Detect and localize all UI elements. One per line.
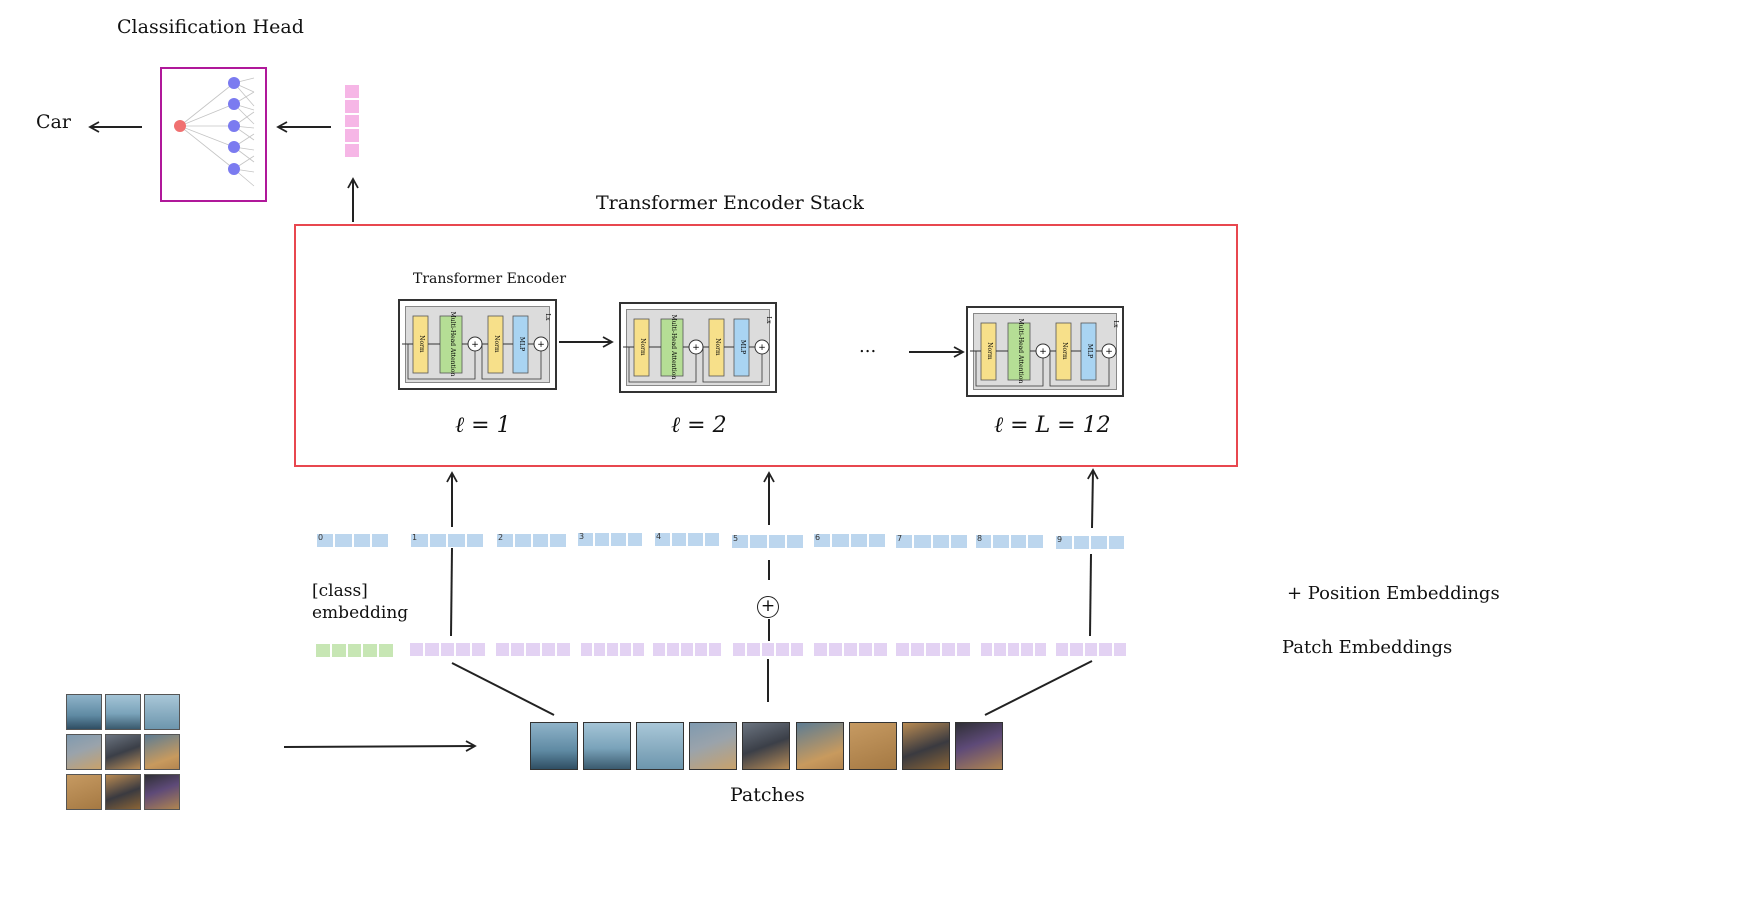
patches-label: Patches [730,784,805,806]
position-token: 1 [410,533,484,548]
cls-output-vector [344,84,360,158]
image-patch-thumbnail [144,774,180,810]
image-patch-thumbnail [144,694,180,730]
patch-embeddings-label: Patch Embeddings [1282,637,1453,658]
encoder-block-12: + + Norm Multi-Head Attention Norm MLP L… [966,306,1124,397]
image-patch-thumbnail [144,734,180,770]
position-token: 6 [813,533,886,548]
patch-embedding-token [1055,642,1128,657]
arrow-to-patches [283,740,477,752]
position-embeddings-label: + Position Embeddings [1287,583,1500,604]
hidden-node-icon [228,141,240,153]
image-patch-thumbnail [105,734,141,770]
patch-embedding-token [813,642,888,657]
attention-label: Multi-Head Attention [670,315,677,380]
encoder-internals-2: + + Norm Multi-Head Attention Norm MLP L… [623,315,772,383]
position-token: 4 [654,532,720,547]
patch-embedding-token [495,642,572,657]
encoder-title: Transformer Encoder [413,271,567,287]
norm-label: Norm [418,335,425,353]
image-patch-thumbnail [66,734,102,770]
svg-text:+: + [537,340,545,350]
image-patch-thumbnail [955,722,1003,770]
position-token: 2 [496,533,567,548]
hidden-node-icon [228,120,240,132]
image-patch-thumbnail [742,722,790,770]
position-token: 0 [316,533,389,548]
position-token: 7 [895,534,968,549]
hidden-node-icon [228,98,240,110]
patch-embedding-token [652,642,722,657]
classification-head-title: Classification Head [117,16,304,38]
hidden-node-icon [228,163,240,175]
patch-embedding-token [732,642,805,657]
attention-label: Multi-Head Attention [1017,319,1024,384]
image-patch-thumbnail [849,722,897,770]
class-embedding-token [315,643,394,658]
classification-head-network [179,77,255,187]
layer-label-1: ℓ = 1 [455,413,511,438]
image-patch-thumbnail [105,694,141,730]
lx-label: Lx [544,313,551,321]
position-token: 3 [577,532,643,547]
mlp-label: MLP [1086,344,1093,358]
norm-label: Norm [493,335,500,353]
encoder-stack-box [294,224,1238,467]
encoder-internals-1: + + Norm Multi-Head Attention Norm MLP L… [402,312,551,380]
position-token: 8 [975,534,1044,549]
output-class-label: Car [36,111,71,133]
layer-label-2: ℓ = 2 [671,413,727,438]
encoder-block-2: + + Norm Multi-Head Attention Norm MLP L… [619,302,777,393]
layer-label-12: ℓ = L = 12 [994,413,1111,438]
encoder-block-1: + + Norm Multi-Head Attention Norm MLP L… [398,299,557,390]
attention-label: Multi-Head Attention [449,312,456,377]
mlp-label: MLP [518,337,525,351]
image-patch-thumbnail [530,722,578,770]
position-token: 5 [731,534,804,549]
image-patch-thumbnail [66,694,102,730]
patch-embedding-token [409,642,487,657]
norm-label: Norm [1061,342,1068,360]
class-embedding-label-2: embedding [312,603,409,623]
stack-title: Transformer Encoder Stack [596,192,864,214]
mlp-label: MLP [739,340,746,354]
hidden-node-icon [228,77,240,89]
output-node-icon [174,120,186,132]
svg-text:+: + [471,340,479,350]
image-patch-thumbnail [105,774,141,810]
position-token: 9 [1055,535,1125,550]
svg-text:+: + [758,343,766,353]
image-patch-thumbnail [689,722,737,770]
encoder-internals-12: + + Norm Multi-Head Attention Norm MLP L… [970,319,1119,387]
lx-label: Lx [1112,320,1119,328]
norm-label: Norm [714,338,721,356]
add-operator-icon: + [757,596,779,618]
patch-embedding-token [980,642,1048,657]
class-embedding-label-1: [class] [312,581,368,601]
image-patch-thumbnail [796,722,844,770]
image-patch-thumbnail [66,774,102,810]
svg-text:+: + [1039,347,1047,357]
svg-text:+: + [1105,347,1113,357]
ellipsis: ... [859,336,877,357]
lx-label: Lx [765,316,772,324]
norm-label: Norm [639,338,646,356]
image-patch-thumbnail [636,722,684,770]
image-patch-thumbnail [902,722,950,770]
norm-label: Norm [986,342,993,360]
image-patch-thumbnail [583,722,631,770]
patch-embedding-token [895,642,972,657]
arrow-into-stack [1087,468,1099,529]
patch-embedding-token [580,642,645,657]
svg-text:+: + [692,343,700,353]
